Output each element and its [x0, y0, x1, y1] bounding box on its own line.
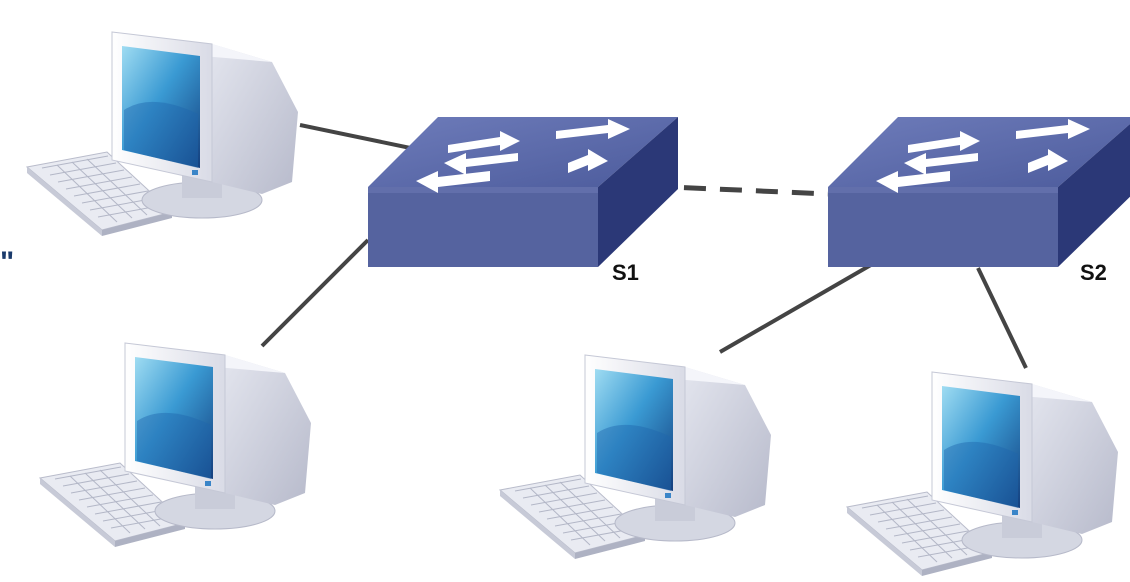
switch-label-s1: S1	[612, 260, 639, 285]
switch-s2	[828, 117, 1130, 267]
computer-pc4	[846, 371, 1119, 577]
link-pc4-s2	[976, 267, 1028, 369]
link-pc1-s1	[299, 123, 421, 152]
computer-pc2	[39, 342, 312, 548]
edge-quote-mark: "	[0, 246, 14, 279]
link-pc3-s2	[719, 260, 877, 354]
link-pc2-s1	[260, 238, 370, 348]
links	[260, 123, 1028, 369]
link-s1-s2	[647, 183, 829, 197]
computer-pc3	[499, 354, 772, 560]
switch-s1	[368, 117, 678, 267]
switch-label-s2: S2	[1080, 260, 1107, 285]
computer-pc1	[26, 31, 299, 237]
